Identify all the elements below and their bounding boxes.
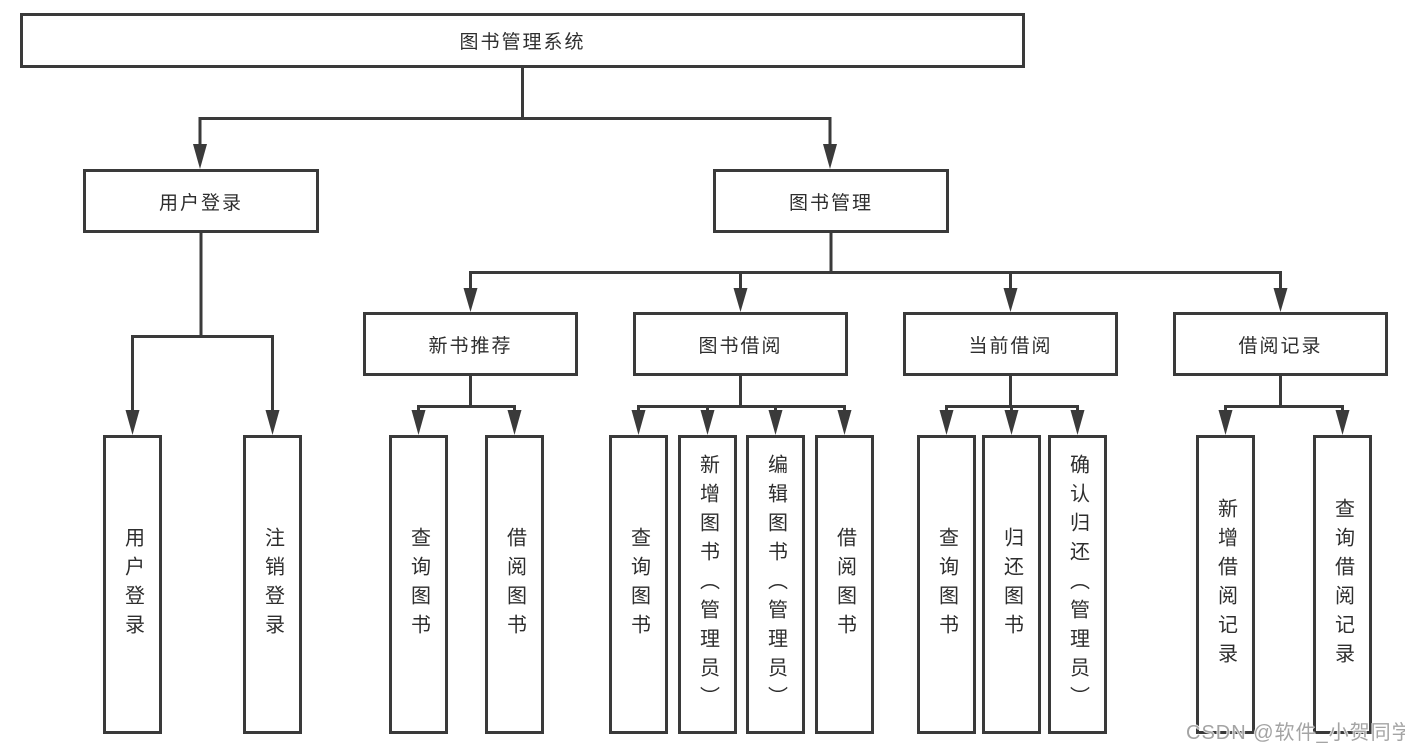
- node-label: 图书管理: [788, 192, 873, 214]
- connector-records-to-leaves: [1218, 376, 1350, 435]
- node-book-borrowing: 图书借阅: [633, 312, 848, 376]
- arrowhead: [823, 144, 837, 169]
- leaf-query-borrow-record: 查询借阅记录: [1313, 435, 1372, 734]
- csdn-watermark: CSDN @软件_小贺同学: [1186, 722, 1405, 744]
- arrowhead: [1070, 410, 1085, 435]
- leaf-confirm-return-admin: 确认归还（管理员）: [1048, 435, 1107, 734]
- arrowhead: [193, 144, 207, 169]
- node-current-borrowing: 当前借阅: [903, 312, 1118, 376]
- leaf-query-books-borrowing: 查询图书: [609, 435, 668, 734]
- arrowhead: [1335, 410, 1350, 435]
- arrowhead: [837, 410, 852, 435]
- leaf-user-login: 用户登录: [103, 435, 162, 734]
- leaf-borrow-books-recommend: 借阅图书: [485, 435, 544, 734]
- node-label: 图书借阅: [698, 335, 783, 357]
- arrowhead: [125, 410, 140, 435]
- leaf-edit-book-admin: 编辑图书（管理员）: [746, 435, 805, 734]
- arrowhead: [507, 410, 522, 435]
- node-label: 借阅图书: [833, 526, 856, 643]
- connector-root-to-level2: [193, 68, 837, 169]
- arrowhead: [768, 410, 783, 435]
- leaf-return-books: 归还图书: [982, 435, 1041, 734]
- leaf-query-books-current: 查询图书: [917, 435, 976, 734]
- arrowhead: [1273, 288, 1288, 312]
- node-label: 新增图书（管理员）: [696, 454, 719, 715]
- node-label: 用户登录: [121, 526, 144, 643]
- node-label: 用户登录: [158, 192, 243, 214]
- arrowhead: [1004, 410, 1019, 435]
- node-book-management: 图书管理: [713, 169, 949, 233]
- node-label: 查询借阅记录: [1331, 497, 1354, 672]
- arrowhead: [631, 410, 646, 435]
- arrowhead: [733, 288, 748, 312]
- leaf-add-book-admin: 新增图书（管理员）: [678, 435, 737, 734]
- node-label: 借阅记录: [1238, 335, 1323, 357]
- arrowhead: [411, 410, 426, 435]
- connector-login-to-leaves: [125, 233, 280, 435]
- node-label: 确认归还（管理员）: [1066, 454, 1089, 715]
- node-label: 查询图书: [935, 526, 958, 643]
- connector-mgmt-to-level3: [463, 233, 1288, 312]
- node-label: 借阅图书: [503, 526, 526, 643]
- leaf-logout: 注销登录: [243, 435, 302, 734]
- node-label: 新增借阅记录: [1214, 497, 1237, 672]
- arrowhead: [700, 410, 715, 435]
- leaf-borrow-books: 借阅图书: [815, 435, 874, 734]
- arrowhead: [265, 410, 280, 435]
- leaf-query-books-recommend: 查询图书: [389, 435, 448, 734]
- node-label: 注销登录: [261, 526, 284, 643]
- arrowhead: [1218, 410, 1233, 435]
- node-user-login: 用户登录: [83, 169, 319, 233]
- leaf-add-borrow-record: 新增借阅记录: [1196, 435, 1255, 734]
- node-label: 查询图书: [407, 526, 430, 643]
- node-label: 归还图书: [1000, 526, 1023, 643]
- connector-borrow-to-leaves: [631, 376, 852, 435]
- node-label: 编辑图书（管理员）: [764, 454, 787, 715]
- node-system-root: 图书管理系统: [20, 13, 1025, 68]
- node-label: 新书推荐: [428, 335, 513, 357]
- node-label: 当前借阅: [968, 335, 1053, 357]
- connector-current-to-leaves: [939, 376, 1085, 435]
- node-borrow-records: 借阅记录: [1173, 312, 1388, 376]
- node-label: 查询图书: [627, 526, 650, 643]
- arrowhead: [463, 288, 478, 312]
- connector-newrec-to-leaves: [411, 376, 522, 435]
- arrowhead: [939, 410, 954, 435]
- node-new-book-recommend: 新书推荐: [363, 312, 578, 376]
- node-label: 图书管理系统: [459, 32, 586, 53]
- arrowhead: [1003, 288, 1018, 312]
